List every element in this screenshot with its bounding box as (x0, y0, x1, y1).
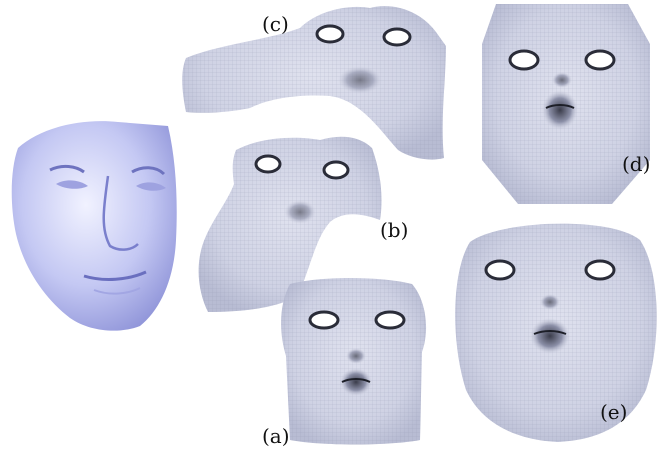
mesh-a (281, 278, 426, 445)
head-render (12, 121, 177, 331)
label-a: (a) (262, 426, 290, 446)
label-e: (e) (600, 402, 627, 422)
label-c: (c) (262, 14, 289, 34)
label-b: (b) (380, 220, 408, 240)
label-d: (d) (622, 154, 650, 174)
mesh-c (182, 6, 446, 159)
